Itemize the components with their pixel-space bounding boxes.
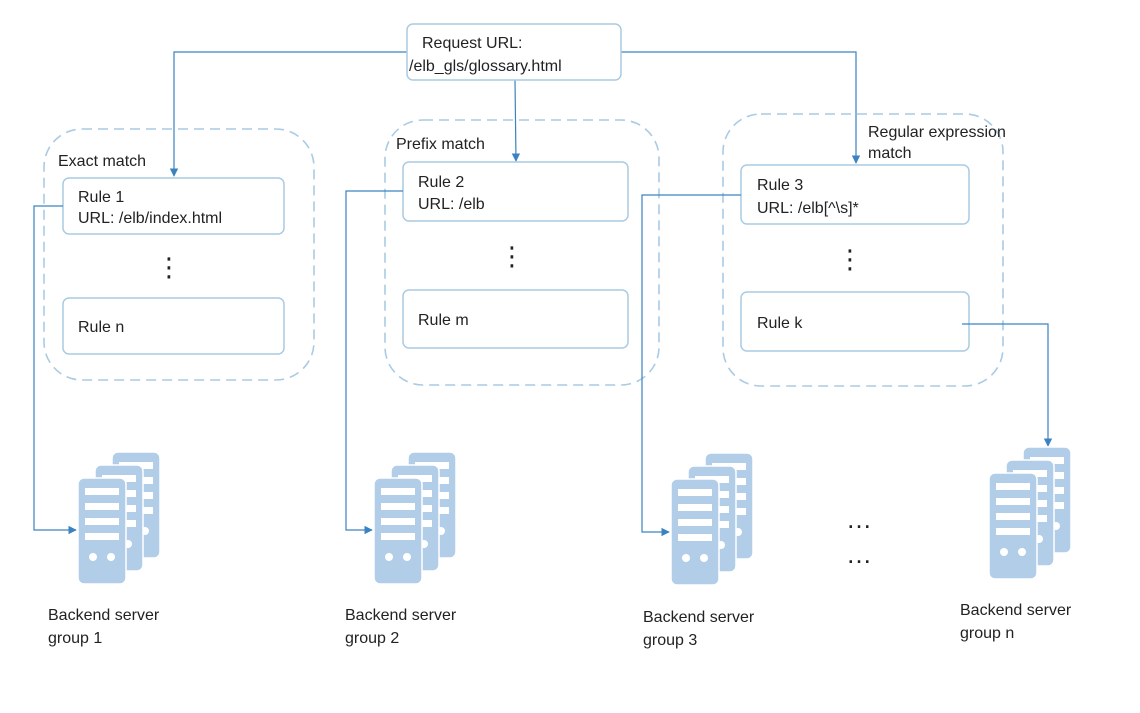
- rule-box-regex-bottom: [740, 291, 970, 352]
- rule-prefix-top-url: URL: /elb: [418, 196, 485, 213]
- arrow-rulek-to-groupn: [962, 323, 1053, 447]
- vertical-ellipsis-regex: ⋮: [837, 244, 863, 274]
- group-regex-match: [722, 113, 1004, 387]
- ellipsis-upper: …: [846, 504, 872, 534]
- server-label-2-line2: group 2: [345, 630, 399, 647]
- arrow-rule3-to-group3: [641, 194, 741, 537]
- arrow-request-to-prefix: [511, 79, 521, 162]
- server-label-2-line1: Backend server: [345, 607, 457, 624]
- rule-regex-top-name: Rule 3: [757, 177, 803, 194]
- vertical-ellipsis-exact: ⋮: [156, 252, 182, 282]
- group-exact-match: [43, 128, 315, 381]
- rule-regex-top-url: URL: /elb[^\s]*: [757, 200, 859, 217]
- rule-exact-top-url: URL: /elb/index.html: [78, 210, 222, 227]
- server-icon-group-n: [989, 447, 1071, 579]
- rule-prefix-top-name: Rule 2: [418, 174, 464, 191]
- group-label-exact: Exact match: [58, 153, 146, 170]
- group-label-regex-line2: match: [868, 145, 912, 162]
- server-icon-group-3: [671, 453, 753, 585]
- server-label-n-line1: Backend server: [960, 602, 1072, 619]
- arrow-request-to-regex: [621, 51, 861, 164]
- server-icon-group-1: [78, 452, 160, 584]
- server-label-n-line2: group n: [960, 625, 1014, 642]
- group-label-prefix: Prefix match: [396, 136, 485, 153]
- group-prefix-match: [384, 119, 660, 386]
- server-label-3-line1: Backend server: [643, 609, 755, 626]
- server-label-3-line2: group 3: [643, 632, 697, 649]
- rule-exact-top-name: Rule 1: [78, 189, 124, 206]
- rule-box-exact-bottom: [62, 297, 285, 355]
- server-label-1-line1: Backend server: [48, 607, 160, 624]
- arrow-request-to-exact: [169, 51, 407, 177]
- rule-prefix-bottom-name: Rule m: [418, 312, 469, 329]
- arrow-rule2-to-group2: [345, 190, 403, 535]
- ellipsis-lower: …: [846, 539, 872, 569]
- request-url-label: Request URL:: [422, 35, 523, 52]
- server-icon-group-2: [374, 452, 456, 584]
- request-url-path: /elb_gls/glossary.html: [409, 58, 562, 75]
- server-label-1-line2: group 1: [48, 630, 102, 647]
- rule-exact-bottom-name: Rule n: [78, 319, 124, 336]
- arrow-rule1-to-group1: [33, 205, 77, 535]
- rule-regex-bottom-name: Rule k: [757, 315, 803, 332]
- vertical-ellipsis-prefix: ⋮: [499, 241, 525, 271]
- group-label-regex-line1: Regular expression: [868, 124, 1006, 141]
- request-url-box: [406, 23, 622, 81]
- rule-box-prefix-bottom: [402, 289, 629, 349]
